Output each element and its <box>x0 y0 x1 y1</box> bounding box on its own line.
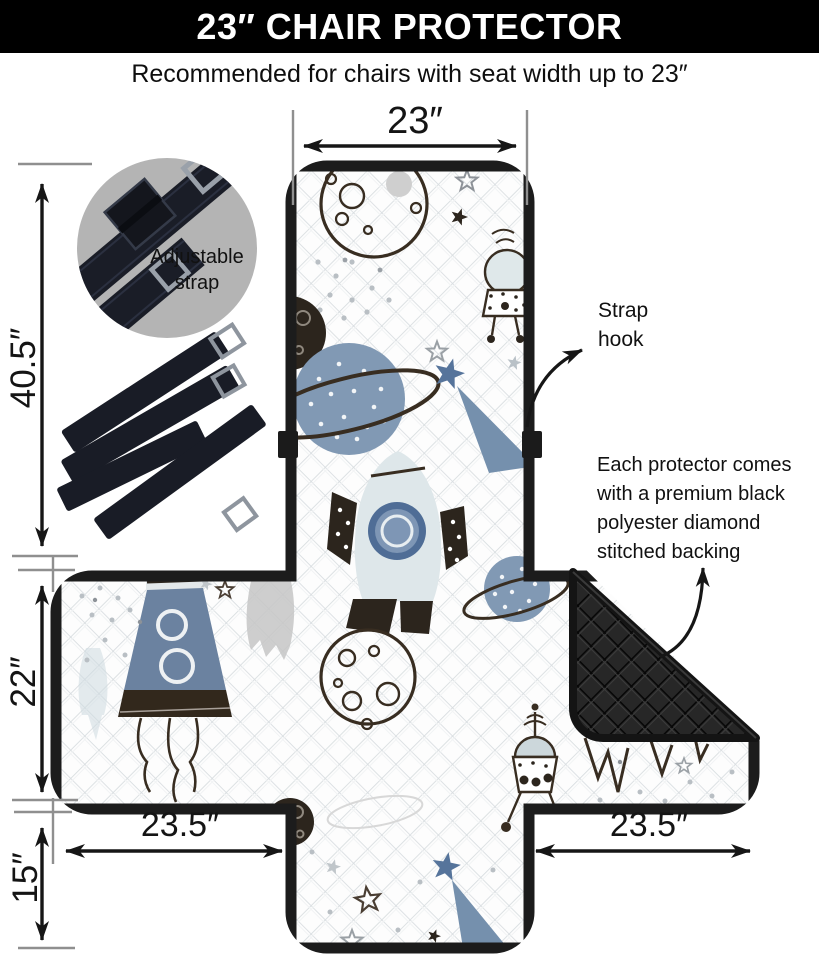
page-title: 23″ CHAIR PROTECTOR <box>196 5 623 47</box>
gray-plume <box>246 577 295 660</box>
adjustable-strap-line2: strap <box>174 272 220 294</box>
measure-arrows <box>35 139 751 941</box>
adjustable-strap-label: Adjustable strap <box>118 244 276 296</box>
faint-rocket <box>78 648 108 740</box>
dots-bottom <box>309 849 496 933</box>
shooting-star-top <box>430 354 536 473</box>
dim-left-flap: 23.5″ <box>140 806 220 844</box>
flame-scribbles <box>583 737 710 793</box>
backing-note-line1: Each protector comes <box>597 454 792 476</box>
strap-slider-buckle <box>102 177 178 251</box>
rocket-center <box>327 451 468 634</box>
dots-cluster <box>315 257 392 321</box>
backing-note-line2: with a premium black <box>597 483 785 505</box>
dim-top-width: 23″ <box>387 100 443 142</box>
dim-right-flap: 23.5″ <box>609 806 689 844</box>
backing-note-line3: polyester diamond <box>597 512 761 534</box>
satellite-doodle <box>501 703 559 832</box>
strap-hook-label: Strap hook <box>598 296 648 354</box>
shooting-star-bottom <box>429 849 506 943</box>
strap-hook-tab-right <box>522 431 542 458</box>
subtitle: Recommended for chairs with seat width u… <box>131 60 688 88</box>
dots-left-flap <box>79 585 143 663</box>
adjustable-strap-line1: Adjustable <box>150 246 244 268</box>
capsule-doodle-top <box>481 228 533 343</box>
dots-right-flap <box>597 759 735 804</box>
dim-back-height: 40.5″ <box>4 327 43 409</box>
strap-hook-line2: hook <box>598 328 644 351</box>
adjustable-strap-inset <box>77 158 257 338</box>
dim-seat-depth: 22″ <box>4 656 43 708</box>
backing-note: Each protector comes with a premium blac… <box>597 451 792 567</box>
dim-front-skirt: 15″ <box>6 852 45 904</box>
backing-note-line4: stitched backing <box>597 541 741 563</box>
moon-doodle-top <box>319 171 429 259</box>
strap-hook-tab-left <box>278 431 298 458</box>
callout-arrows <box>525 348 710 659</box>
loose-straps <box>57 321 266 539</box>
header-bar: 23″ CHAIR PROTECTOR <box>0 0 819 53</box>
strap-hook-metal-2 <box>148 249 192 293</box>
ringed-planet <box>462 556 570 622</box>
moon-doodle-bottom <box>319 628 417 731</box>
measure-ticks <box>12 110 529 950</box>
strap-hook-line1: Strap <box>598 299 649 322</box>
